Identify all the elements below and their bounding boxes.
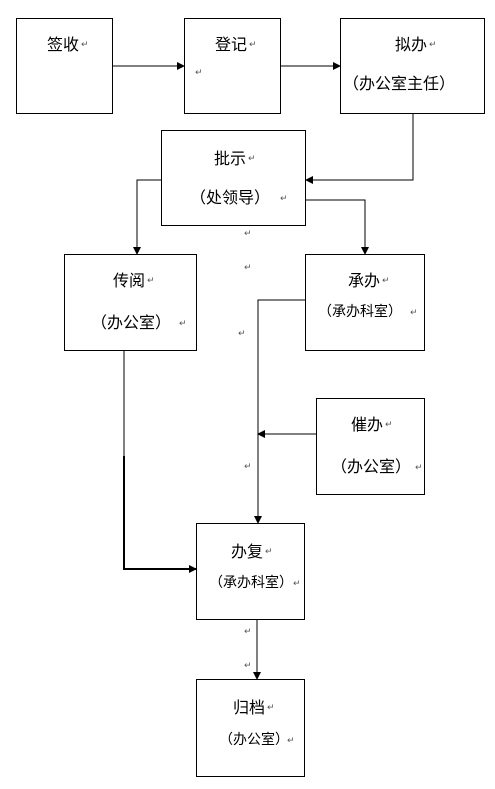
return-mark: ↵ <box>382 276 390 286</box>
node-draft: 拟办 ↵ （办公室主任） <box>340 18 485 114</box>
return-mark: ↵ <box>265 547 273 557</box>
return-mark: ↵ <box>81 40 89 50</box>
return-mark: ↵ <box>287 736 295 746</box>
return-mark: ↵ <box>249 40 257 50</box>
return-mark: ↵ <box>244 263 252 273</box>
node-register-title: 登记 <box>215 35 248 54</box>
return-mark: ↵ <box>267 703 275 713</box>
node-register: 登记 ↵ ↵ <box>184 18 281 114</box>
node-circulate: 传阅 ↵ （办公室） ↵ <box>64 254 197 351</box>
node-urge: 催办 ↵ （办公室） ↵ <box>316 398 425 495</box>
return-mark: ↵ <box>147 276 155 286</box>
node-urge-sub: （办公室） <box>331 457 412 476</box>
node-urge-title: 催办 <box>351 415 384 434</box>
return-mark: ↵ <box>293 579 301 589</box>
return-mark: ↵ <box>280 194 288 204</box>
node-instruct-title: 批示 <box>214 149 247 168</box>
node-circulate-sub: （办公室） <box>91 313 172 332</box>
node-archive: 归档 ↵ （办公室） ↵ <box>196 679 305 777</box>
node-archive-title: 归档 <box>233 698 266 717</box>
node-reply-sub: （承办科室） <box>209 575 293 591</box>
node-circulate-title: 传阅 <box>113 271 146 290</box>
arrow-circulate-to-reply <box>123 456 197 573</box>
arrow-instruct-to-circulate <box>133 179 161 255</box>
return-mark: ↵ <box>179 319 187 329</box>
return-mark: ↵ <box>410 308 418 318</box>
return-mark: ↵ <box>244 661 252 671</box>
return-mark: ↵ <box>248 154 256 164</box>
return-mark: ↵ <box>195 68 203 78</box>
return-mark: ↵ <box>244 229 252 239</box>
arrow-instruct-to-undertake <box>305 199 369 255</box>
return-mark: ↵ <box>244 627 252 637</box>
arrow-undertake-to-reply <box>254 299 305 524</box>
node-undertake-title: 承办 <box>348 271 381 290</box>
node-draft-sub: （办公室主任） <box>343 74 456 93</box>
node-draft-title: 拟办 <box>395 35 428 54</box>
return-mark: ↵ <box>385 420 393 430</box>
node-instruct-sub: （处领导） <box>190 188 271 207</box>
return-mark: ↵ <box>415 463 423 473</box>
node-sign-title: 签收 <box>47 35 80 54</box>
arrow-draft-to-instruct <box>305 113 414 184</box>
return-mark: ↵ <box>429 40 437 50</box>
node-undertake-sub: （承办科室） <box>318 304 402 320</box>
node-instruct: 批示 ↵ （处领导） ↵ <box>161 130 306 226</box>
node-archive-sub: （办公室） <box>219 732 289 748</box>
node-sign: 签收 ↵ <box>16 18 113 114</box>
return-mark: ↵ <box>238 329 246 339</box>
node-reply: 办复 ↵ （承办科室） ↵ <box>196 523 305 620</box>
return-mark: ↵ <box>244 462 252 472</box>
node-undertake: 承办 ↵ （承办科室） ↵ <box>305 254 425 351</box>
node-reply-title: 办复 <box>231 542 264 561</box>
